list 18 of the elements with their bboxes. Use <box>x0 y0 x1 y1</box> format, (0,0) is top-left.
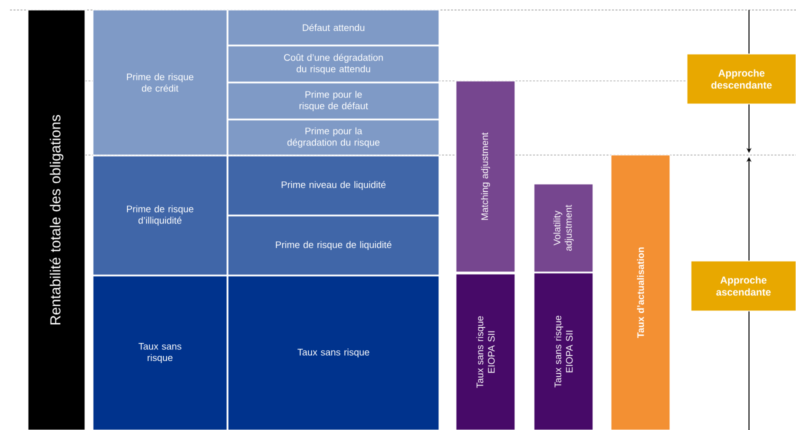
component-box: Défaut attendu <box>228 10 440 46</box>
approach-box: Approche ascendante <box>690 260 796 312</box>
component-box: Coût d’une dégradation du risque attendu <box>228 46 440 82</box>
vertical-title-bar: Rentabilité totale des obligations <box>28 10 86 430</box>
category-box: Taux sans risque <box>92 276 228 430</box>
adjustment-bar: Volatility adjustment <box>534 184 594 272</box>
component-box: Prime niveau de liquidité <box>228 156 440 216</box>
adjustment-bar: Matching adjustment <box>456 80 516 272</box>
category-box: Prime de risque de crédit <box>92 10 228 156</box>
component-box: Prime pour le risque de défaut <box>228 82 440 120</box>
approach-box: Approche descendante <box>686 54 796 104</box>
rate-bar: Taux sans risque EIOPA SII <box>456 274 516 430</box>
rate-bar: Taux sans risque EIOPA SII <box>534 272 594 430</box>
discount-rate-bar: Taux d’actualisation <box>610 154 670 430</box>
component-box: Taux sans risque <box>228 276 440 430</box>
category-box: Prime de risque d’illiquidité <box>92 156 228 276</box>
component-box: Prime pour la dégradation du risque <box>228 120 440 156</box>
component-box: Prime de risque de liquidité <box>228 216 440 276</box>
